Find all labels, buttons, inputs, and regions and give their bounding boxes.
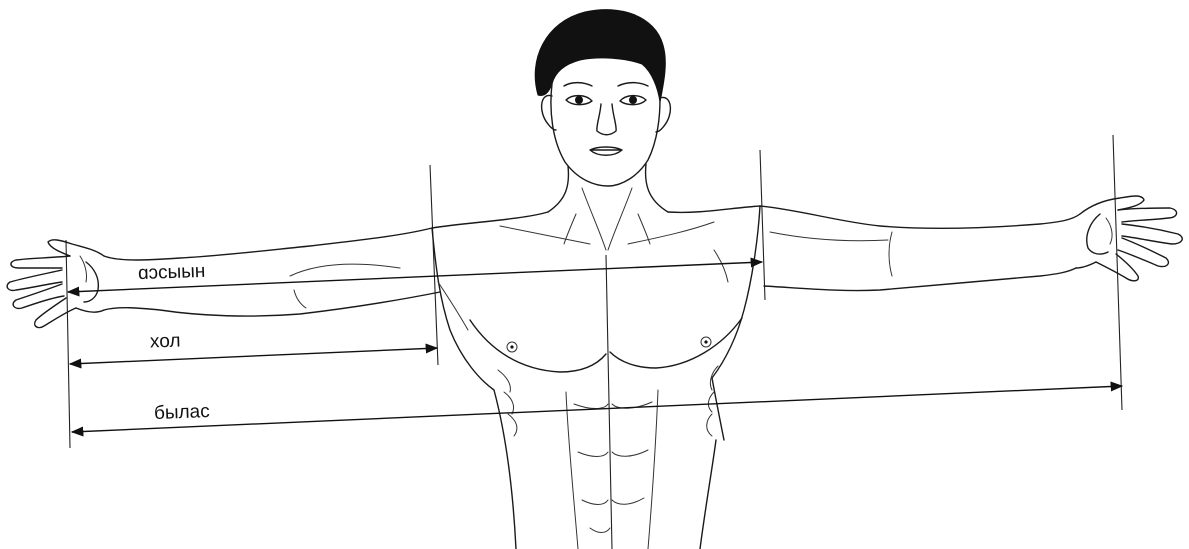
right-elbow-crease — [889, 232, 892, 276]
label-arm-span-half: ɑɔсыын — [138, 261, 206, 285]
measure-line-arm — [70, 348, 437, 364]
right-arm-lower-edge — [764, 268, 1076, 291]
clavicle-right — [628, 222, 714, 244]
left-elbow-crease — [294, 290, 306, 308]
left-hand — [7, 240, 104, 328]
right-nipple — [701, 337, 711, 347]
abs-row-4 — [590, 528, 610, 533]
right-eye — [620, 96, 646, 105]
torso-right-side — [712, 206, 760, 440]
left-pectoral — [470, 320, 606, 372]
left-biceps-line — [290, 264, 400, 276]
reference-lines — [66, 135, 1122, 549]
left-nipple — [507, 342, 517, 352]
mouth — [590, 147, 622, 155]
measurements — [68, 262, 1122, 432]
abs-row-3 — [582, 498, 644, 505]
left-deltoid — [438, 282, 468, 330]
reference-line-midline — [606, 255, 612, 549]
torso — [432, 206, 760, 549]
right-brow — [618, 83, 648, 86]
right-hand — [1076, 196, 1182, 281]
reference-line-left-shoulder — [430, 165, 438, 365]
left-brow — [564, 83, 592, 86]
left-eye — [566, 96, 592, 105]
reference-line-left-fingertip — [66, 240, 70, 448]
right-biceps-line — [770, 232, 888, 241]
abs-row-2 — [578, 450, 648, 457]
nose — [597, 104, 616, 135]
left-ear — [542, 95, 556, 130]
measure-line-arm-span — [72, 386, 1122, 432]
abdominal-outline-right — [648, 390, 658, 549]
right-deltoid — [714, 250, 728, 282]
left-serratus — [498, 370, 517, 436]
right-waist — [700, 440, 716, 549]
right-pectoral — [610, 318, 742, 368]
left-arm-upper-edge — [104, 212, 548, 260]
label-arm-span: былас — [154, 401, 210, 425]
clavicle-left — [500, 226, 590, 244]
hair — [535, 10, 665, 102]
right-arm-upper-edge — [668, 206, 1080, 228]
reference-line-right-shoulder — [760, 150, 765, 300]
neck — [548, 164, 668, 250]
label-arm: хол — [150, 330, 181, 353]
abdominal-outline-left — [566, 392, 578, 549]
left-arm-lower-edge — [104, 292, 440, 316]
head — [535, 10, 670, 186]
right-arm — [668, 206, 1080, 291]
